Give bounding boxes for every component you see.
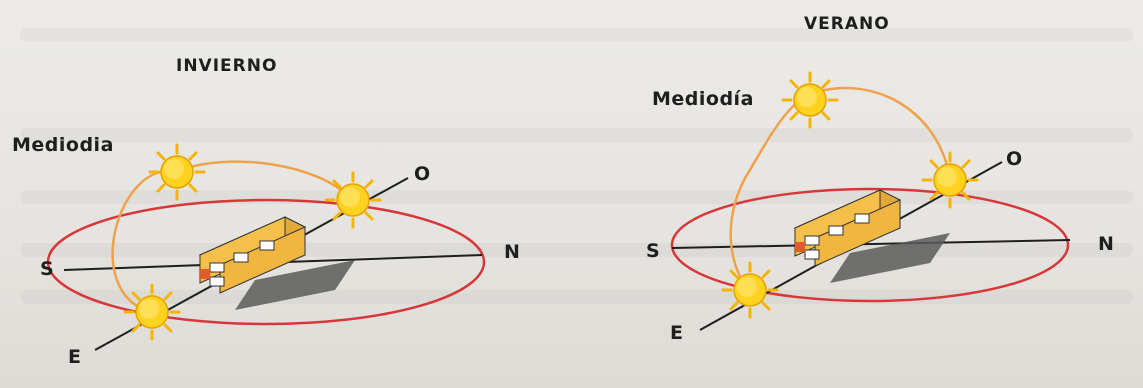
east-label: E xyxy=(68,346,82,368)
west-label: O xyxy=(1006,148,1023,170)
horizon-ellipse xyxy=(670,187,1070,303)
north-label: N xyxy=(504,241,521,263)
noon-label: Mediodia xyxy=(12,134,114,156)
noon-label: Mediodía xyxy=(652,88,754,110)
sun-path-arc xyxy=(729,86,952,291)
winter-diagram xyxy=(46,143,486,351)
south-label: S xyxy=(646,240,661,262)
horizon-ellipse xyxy=(46,198,486,326)
sun-icon xyxy=(324,171,382,229)
summer-panel: VERANO Mediodía S N E O xyxy=(570,0,1143,388)
sun-icon xyxy=(721,261,779,319)
summer-diagram xyxy=(670,71,1071,331)
sun-icon xyxy=(921,151,979,209)
north-label: N xyxy=(1098,233,1115,255)
panel-title: VERANO xyxy=(804,14,890,34)
east-label: E xyxy=(670,322,684,344)
building-icon xyxy=(199,216,356,311)
south-north-axis xyxy=(671,239,1071,249)
panel-title: INVIERNO xyxy=(176,56,278,76)
sun-icon xyxy=(123,283,181,341)
west-label: O xyxy=(414,163,431,185)
winter-panel: INVIERNO Mediodia S N E O xyxy=(0,0,570,388)
sun-icon xyxy=(148,143,206,201)
sun-icon xyxy=(781,71,839,129)
south-label: S xyxy=(40,258,55,280)
